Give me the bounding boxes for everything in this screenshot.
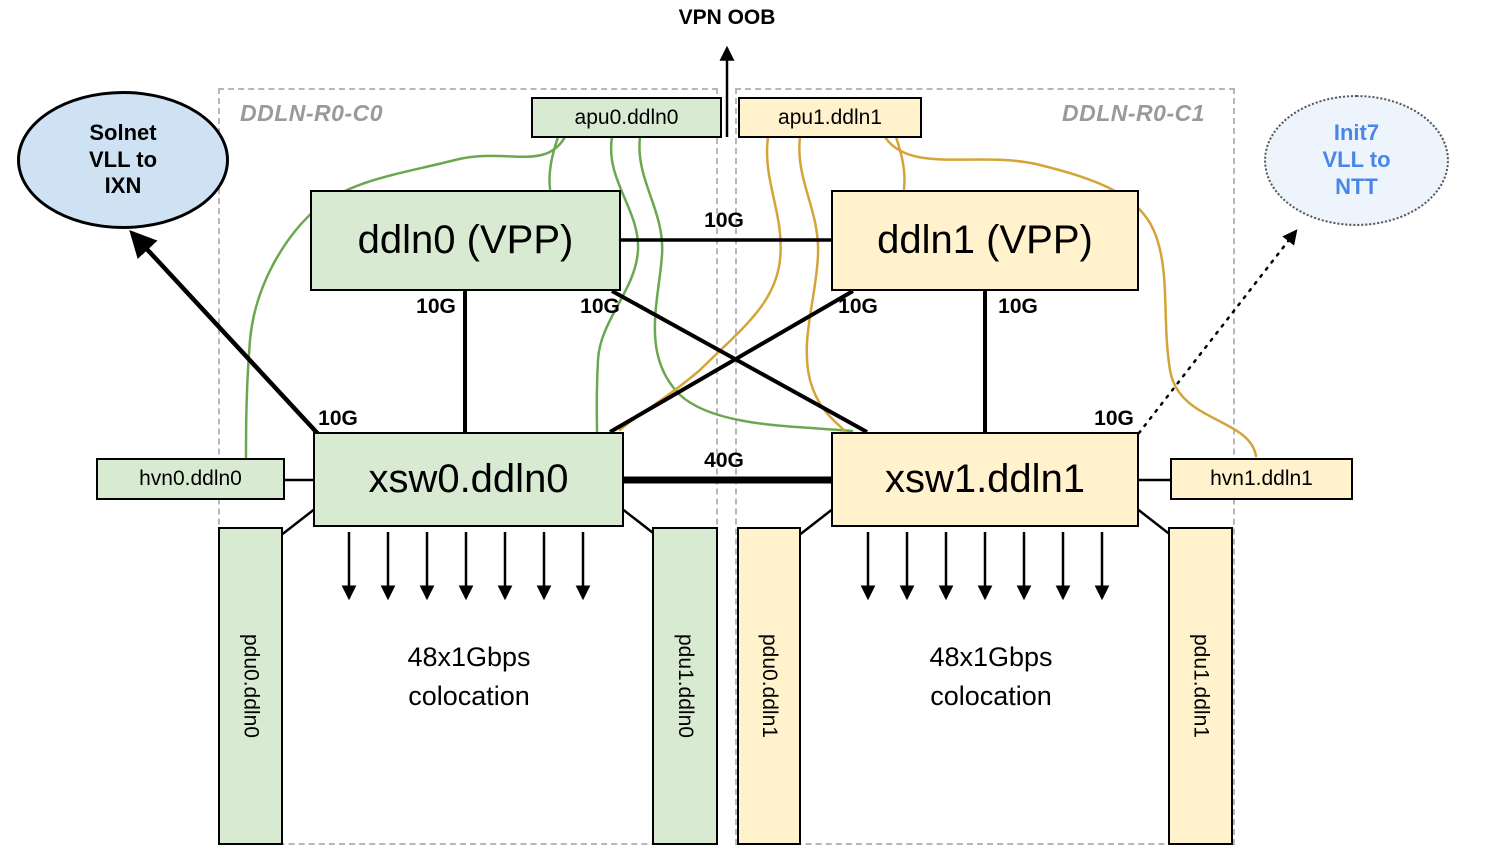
node-ddln0: ddln0 (VPP) — [310, 190, 621, 291]
node-hvn1: hvn1.ddln1 — [1170, 458, 1353, 500]
colocation-caption-right: 48x1Gbps colocation — [929, 642, 1053, 712]
colocation-arrows-right — [860, 532, 1110, 601]
label-link-ddln1-xsw1: 10G — [998, 295, 1038, 318]
label-link-ddln1-xsw0: 10G — [838, 295, 878, 318]
label-link-ddln0-ddln1: 10G — [704, 209, 744, 232]
init7-ellipse: Init7 VLL to NTT — [1264, 95, 1449, 226]
node-ddln1: ddln1 (VPP) — [831, 190, 1139, 291]
node-hvn0: hvn0.ddln0 — [96, 458, 285, 500]
label-link-xsw0-solnet: 10G — [318, 407, 358, 430]
label-link-ddln0-xsw0: 10G — [416, 295, 456, 318]
node-pdu0-ddln0: pdu0.ddln0 — [218, 527, 283, 845]
link-ddln1-xsw0 — [608, 289, 855, 434]
solnet-uplink-arrow — [129, 230, 322, 438]
colocation-arrows-left — [341, 532, 591, 601]
rack-label-c0: DDLN-R0-C0 — [240, 100, 383, 126]
node-xsw1: xsw1.ddln1 — [831, 432, 1139, 527]
node-apu0: apu0.ddln0 — [531, 97, 722, 138]
vpn-oob-label: VPN OOB — [678, 6, 776, 29]
node-pdu1-ddln1: pdu1.ddln1 — [1168, 527, 1233, 845]
solnet-ellipse: Solnet VLL to IXN — [17, 91, 229, 229]
node-xsw0: xsw0.ddln0 — [313, 432, 624, 527]
colocation-caption-left: 48x1Gbps colocation — [407, 642, 531, 712]
node-pdu0-ddln1: pdu0.ddln1 — [737, 527, 801, 845]
node-pdu1-ddln0: pdu1.ddln0 — [652, 527, 718, 845]
label-link-xsw1-init7: 10G — [1094, 407, 1134, 430]
link-ddln0-xsw1 — [611, 289, 868, 434]
label-link-xsw0-xsw1: 40G — [704, 449, 744, 472]
black-links — [261, 238, 1191, 551]
label-link-ddln0-xsw1: 10G — [580, 295, 620, 318]
rack-label-c1: DDLN-R0-C1 — [1062, 100, 1205, 126]
yellow-cables-apu1 — [618, 135, 1258, 458]
init7-uplink-arrow — [1137, 229, 1298, 435]
node-apu1: apu1.ddln1 — [738, 97, 922, 138]
